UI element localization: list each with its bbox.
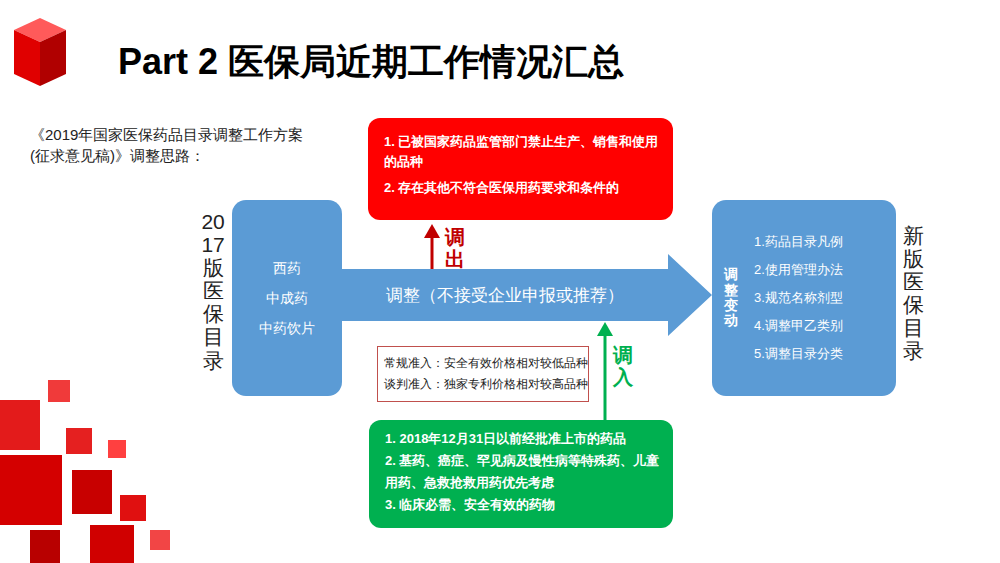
note-text: 《2019年国家医保药品目录调整工作方案(征求意见稿)》调整思路： (30, 124, 322, 166)
block-arrow (342, 254, 712, 336)
list-item: 3.规范名称剂型 (754, 284, 843, 312)
old-catalog-box: 西药中成药中药饮片 (232, 200, 342, 396)
arrow-label: 调入 (613, 344, 633, 388)
list-item: 谈判准入：独家专利价格相对较高品种 (384, 374, 582, 395)
list-item: 1. 已被国家药品监管部门禁止生产、销售和使用的品种 (384, 132, 659, 172)
slide-title: Part 2 医保局近期工作情况汇总 (118, 38, 624, 87)
deco-square (150, 530, 170, 550)
list-item: 1.药品目录凡例 (754, 228, 843, 256)
deco-square (90, 525, 134, 563)
addition-box: 1. 2018年12月31日以前经批准上市的药品2. 基药、癌症、罕见病及慢性病… (369, 420, 673, 528)
arrow-label: 调出 (445, 226, 465, 270)
list-item: 2. 基药、癌症、罕见病及慢性病等特殊药、儿童用药、急救抢救用药优先考虑 (385, 450, 661, 494)
item-list: 1.药品目录凡例2.使用管理办法3.规范名称剂型4.调整甲乙类别5.调整目录分类 (754, 228, 843, 368)
list-item: 常规准入：安全有效价格相对较低品种 (384, 353, 582, 374)
criteria-box: 常规准入：安全有效价格相对较低品种谈判准入：独家专利价格相对较高品种 (377, 346, 589, 402)
catalog-label: 2017版医保目录 (201, 210, 225, 372)
catalog-label: 新版医保目录 (903, 224, 924, 363)
drug-type: 中成药 (266, 283, 308, 313)
list-item: 2. 存在其他不符合医保用药要求和条件的 (384, 178, 659, 198)
list-item: 2.使用管理办法 (754, 256, 843, 284)
out-arrow (431, 236, 434, 270)
deco-square (30, 530, 60, 563)
out-arrowhead (424, 224, 440, 238)
cube-side (14, 30, 40, 86)
list-item: 3. 临床必需、安全有效的药物 (385, 494, 661, 516)
new-catalog-box: 调整变动 1.药品目录凡例2.使用管理办法3.规范名称剂型4.调整甲乙类别5.调整… (712, 200, 896, 396)
list-item: 1. 2018年12月31日以前经批准上市的药品 (385, 428, 661, 450)
arrow-label: 调整（不接受企业申报或推荐） (384, 284, 626, 307)
deco-square (108, 440, 126, 458)
deco-square (0, 455, 62, 525)
deco-square (66, 428, 92, 454)
in-arrowhead (597, 322, 613, 336)
vertical-heading: 调整变动 (724, 267, 738, 329)
list-item: 4.调整甲乙类别 (754, 312, 843, 340)
deco-square (48, 380, 70, 402)
drug-type: 西药 (273, 253, 301, 283)
deco-square (120, 495, 146, 521)
cube-side (40, 30, 66, 86)
deco-square (72, 470, 112, 514)
removal-box: 1. 已被国家药品监管部门禁止生产、销售和使用的品种 2. 存在其他不符合医保用药… (368, 118, 673, 220)
list-item: 5.调整目录分类 (754, 340, 843, 368)
in-arrow (604, 334, 607, 420)
drug-type: 中药饮片 (259, 313, 315, 343)
deco-square (0, 400, 40, 450)
